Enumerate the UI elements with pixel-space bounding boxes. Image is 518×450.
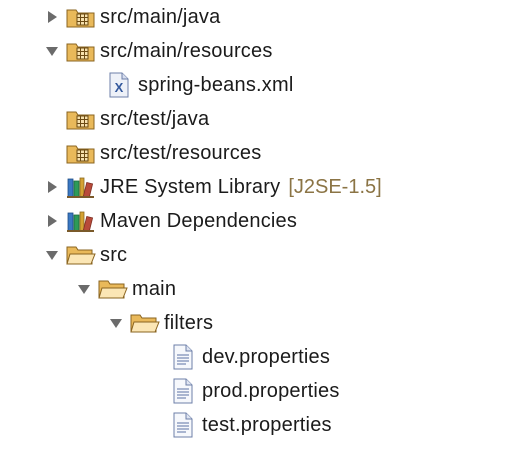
collapse-arrow-icon[interactable] — [44, 43, 60, 59]
tree-item-maven-dependencies[interactable]: Maven Dependencies — [44, 204, 297, 238]
folder-icon — [66, 242, 96, 268]
library-icon — [66, 174, 96, 200]
text-file-icon — [168, 378, 198, 404]
tree-item-src-test-resources[interactable]: src/test/resources — [44, 136, 261, 170]
tree-item-filters[interactable]: filters — [108, 306, 213, 340]
package-folder-icon — [66, 4, 96, 30]
svg-text:X: X — [115, 80, 124, 95]
tree-item-label: src/test/resources — [100, 141, 262, 164]
tree-item-dev-properties[interactable]: dev.properties — [146, 340, 330, 374]
tree-item-label: src/main/java — [100, 5, 221, 28]
tree-item-jre-system-library[interactable]: JRE System Library [J2SE-1.5] — [44, 170, 382, 204]
tree-item-main[interactable]: main — [76, 272, 176, 306]
partially-visible-folder-icon — [100, 444, 140, 450]
text-file-icon — [168, 344, 198, 370]
tree-item-spring-beans-xml[interactable]: X spring-beans.xml — [82, 68, 294, 102]
xml-file-icon: X — [104, 72, 134, 98]
tree-item-label: prod.properties — [202, 379, 340, 402]
collapse-arrow-icon[interactable] — [76, 281, 92, 297]
tree-item-src-test-java[interactable]: src/test/java — [44, 102, 209, 136]
expand-arrow-icon[interactable] — [44, 213, 60, 229]
expand-arrow-icon[interactable] — [44, 179, 60, 195]
library-icon — [66, 208, 96, 234]
folder-icon — [98, 276, 128, 302]
jre-version-decoration: [J2SE-1.5] — [288, 175, 382, 198]
package-folder-icon — [66, 38, 96, 64]
tree-item-label: JRE System Library — [100, 175, 281, 198]
tree-item-src-main-resources[interactable]: src/main/resources — [44, 34, 273, 68]
folder-icon — [130, 310, 160, 336]
tree-item-label: filters — [164, 311, 214, 334]
text-file-icon — [168, 412, 198, 438]
package-folder-icon — [66, 106, 96, 132]
tree-item-label: test.properties — [202, 413, 332, 436]
tree-item-src-main-java[interactable]: src/main/java — [44, 0, 220, 34]
tree-item-label: dev.properties — [202, 345, 331, 368]
tree-item-label: Maven Dependencies — [100, 209, 298, 232]
tree-item-prod-properties[interactable]: prod.properties — [146, 374, 340, 408]
collapse-arrow-icon[interactable] — [108, 315, 124, 331]
tree-item-label: main — [132, 277, 177, 300]
tree-item-src[interactable]: src — [44, 238, 127, 272]
tree-item-label: src/main/resources — [100, 39, 273, 62]
collapse-arrow-icon[interactable] — [44, 247, 60, 263]
tree-item-label: src — [100, 243, 128, 266]
tree-item-label: spring-beans.xml — [138, 73, 294, 96]
tree-item-label: src/test/java — [100, 107, 210, 130]
tree-item-test-properties[interactable]: test.properties — [146, 408, 332, 442]
package-folder-icon — [66, 140, 96, 166]
expand-arrow-icon[interactable] — [44, 9, 60, 25]
